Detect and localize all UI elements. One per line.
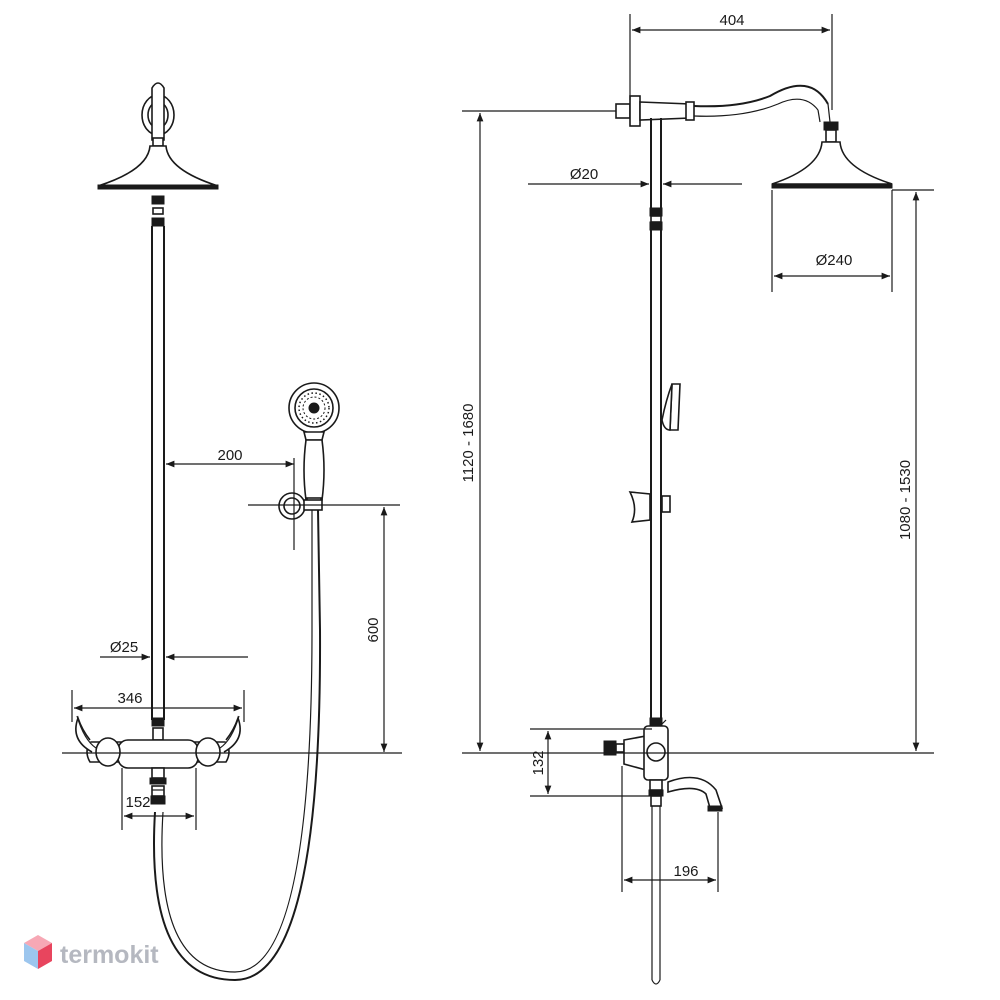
side-riser-pipe: [649, 118, 663, 720]
dim-200-label: 200: [217, 447, 242, 464]
watermark-logo: termokit: [24, 935, 159, 969]
dim-d240-label: Ø240: [816, 252, 853, 269]
front-shower-hose: [153, 509, 322, 982]
watermark-text: termokit: [60, 941, 159, 969]
front-view: 200 600 Ø25 346 152: [62, 82, 402, 982]
dim-132-label: 132: [530, 750, 547, 775]
dim-height-left-label: 1120 - 1680: [460, 404, 477, 483]
dim-152-group: 152: [121, 768, 197, 830]
dim-600-group: 600: [248, 504, 400, 752]
dim-d20-group: Ø20: [528, 166, 742, 188]
dim-404-group: 404: [629, 12, 833, 110]
front-lower-connector: [151, 717, 165, 741]
dim-196-label: 196: [673, 863, 698, 880]
dim-346-label: 346: [117, 690, 142, 707]
front-wall-bracket: [141, 82, 175, 141]
side-hose: [651, 806, 661, 985]
front-hand-shower: [288, 382, 340, 507]
front-mixer-body: [75, 715, 241, 805]
dim-152-label: 152: [125, 794, 150, 811]
dim-height-right-label: 1080 - 1530: [897, 460, 914, 540]
dim-196-group: 196: [621, 766, 719, 892]
dim-height-left-group: 1120 - 1680: [460, 110, 616, 751]
side-view: 404 Ø20 Ø240 1120 - 1680 1080 - 1530: [460, 12, 934, 985]
dim-200-group: 200: [166, 447, 295, 550]
side-shower-holder: [628, 491, 671, 523]
side-shower-arm: [693, 84, 831, 123]
front-upper-connector: [151, 195, 165, 227]
dim-600-label: 600: [365, 617, 382, 642]
dim-height-right-group: 1080 - 1530: [892, 189, 934, 751]
dim-132-group: 132: [530, 728, 652, 797]
side-shower-head: [771, 121, 893, 189]
side-hand-shower: [661, 383, 681, 431]
dim-d25-label: Ø25: [110, 639, 138, 656]
front-shower-head: [97, 137, 219, 190]
dim-d20-label: Ø20: [570, 166, 598, 183]
dim-346-group: 346: [71, 690, 245, 722]
termokit-cube-icon: [24, 935, 52, 969]
dim-d25-group: Ø25: [100, 639, 248, 661]
front-riser-pipe: [151, 226, 165, 720]
dim-d240-group: Ø240: [771, 190, 893, 292]
dim-404-label: 404: [719, 12, 744, 29]
side-wall-flange: [615, 95, 695, 127]
